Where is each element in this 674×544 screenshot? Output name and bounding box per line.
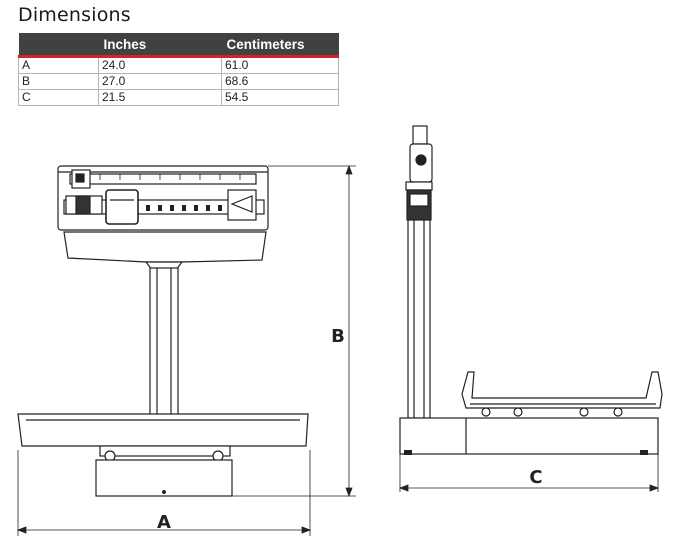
front-view-scale xyxy=(17,165,309,497)
row-cm: 68.6 xyxy=(221,73,339,90)
column-header-centimeters: Centimeters xyxy=(221,33,339,58)
column-header-label xyxy=(18,33,99,58)
dimension-label-a: A xyxy=(157,512,171,533)
row-cm: 54.5 xyxy=(221,89,339,106)
side-view-scale xyxy=(399,125,663,455)
table-header-row: Inches Centimeters xyxy=(18,33,339,58)
table-row: B 27.0 68.6 xyxy=(18,73,339,90)
table-row: C 21.5 54.5 xyxy=(18,89,339,106)
dimension-label-b: B xyxy=(331,326,345,347)
dimensions-table: Inches Centimeters A 24.0 61.0 B 27.0 68… xyxy=(18,33,339,106)
row-inches: 21.5 xyxy=(98,89,222,106)
page-title: Dimensions xyxy=(18,4,131,26)
dimension-label-c: C xyxy=(529,467,542,488)
dimension-lines xyxy=(16,164,660,536)
column-header-inches: Inches xyxy=(98,33,222,58)
